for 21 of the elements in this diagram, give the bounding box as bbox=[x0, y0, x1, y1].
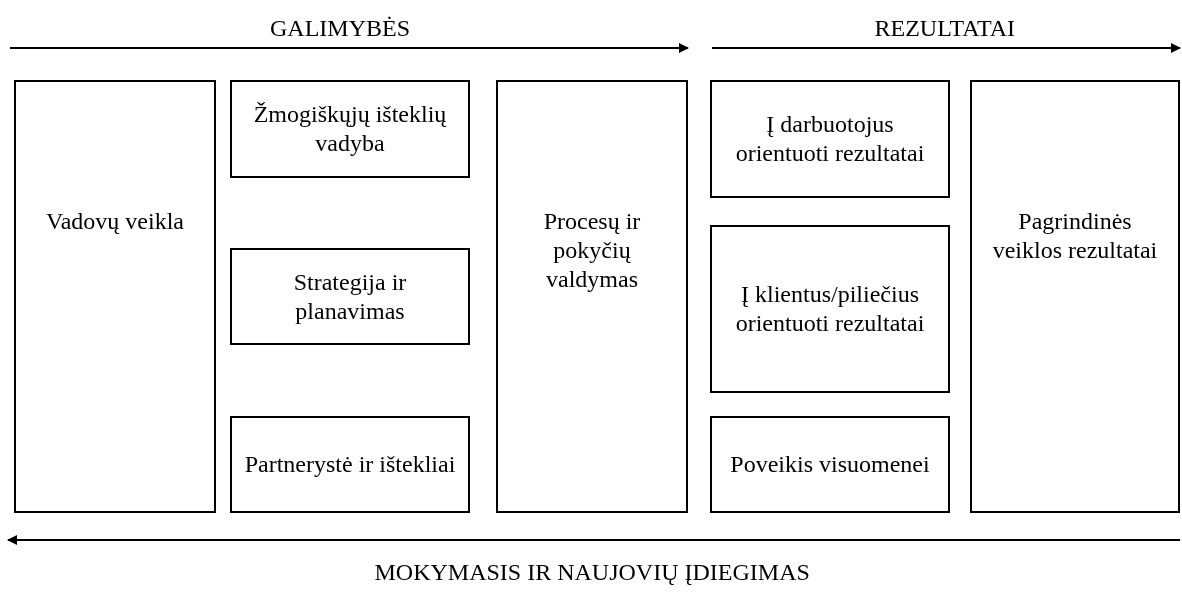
box-label: Vadovų veikla bbox=[45, 207, 185, 236]
criterion-box bbox=[496, 80, 688, 513]
box-label: Į darbuotojus orientuoti rezultatai bbox=[734, 110, 926, 168]
arrow-caption: REZULTATAI bbox=[874, 14, 1016, 42]
box-label: Pagrindinės veiklos rezultatai bbox=[991, 207, 1159, 265]
arrow-caption: GALIMYBĖS bbox=[270, 14, 410, 42]
arrow-caption: MOKYMASIS IR NAUJOVIŲ ĮDIEGIMAS bbox=[374, 558, 810, 586]
box-label: Procesų ir pokyčių valdymas bbox=[542, 207, 642, 294]
box-label: Strategija ir planavimas bbox=[292, 267, 408, 326]
criterion-box bbox=[710, 416, 950, 513]
criterion-box bbox=[230, 416, 470, 513]
box-label: Į klientus/piliečius orientuoti rezultatai bbox=[734, 280, 926, 338]
criterion-box bbox=[710, 225, 950, 393]
box-label: Partnerystė ir ištekliai bbox=[243, 450, 457, 479]
criterion-box bbox=[14, 80, 216, 513]
criterion-box bbox=[710, 80, 950, 198]
box-label: Poveikis visuomenei bbox=[729, 450, 931, 479]
criterion-box bbox=[230, 248, 470, 345]
criterion-box bbox=[970, 80, 1180, 513]
box-label: Žmogiškųjų išteklių vadyba bbox=[252, 100, 448, 158]
criterion-box bbox=[230, 80, 470, 178]
